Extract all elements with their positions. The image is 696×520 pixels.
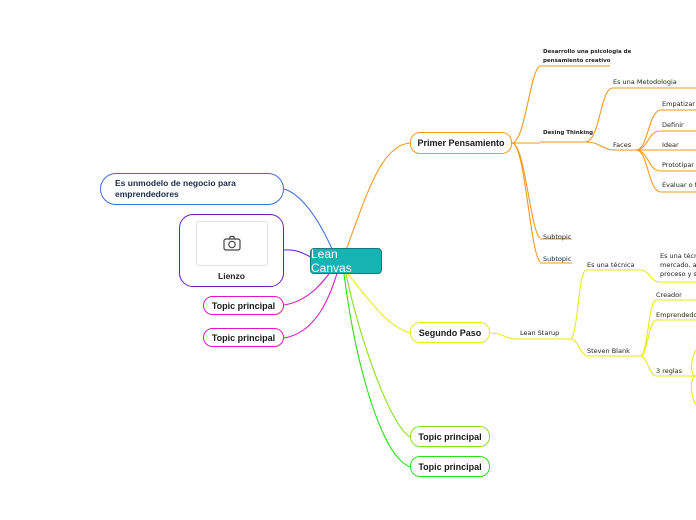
faces-item-2[interactable]: Definir: [662, 121, 684, 129]
central-topic[interactable]: Lean Canvas: [310, 247, 382, 275]
faces-item-1[interactable]: Empatizar: [662, 100, 695, 108]
image-node[interactable]: Lienzo: [179, 214, 284, 287]
topic-left-2-label: Topic principal: [211, 332, 276, 343]
topic-bottom-1[interactable]: Topic principal: [410, 426, 490, 447]
creador-label[interactable]: Creador: [656, 291, 682, 299]
metodologia-label[interactable]: Es una Metodologia: [613, 78, 677, 86]
faces-label[interactable]: Faces: [613, 141, 632, 149]
emprendedor-label[interactable]: Emprendedor,: [656, 311, 696, 319]
edge-topic-bottom-2: [343, 273, 411, 468]
topic-bottom-1-label: Topic principal: [418, 431, 482, 442]
design-thinking-label[interactable]: Desing Thinking: [543, 130, 594, 136]
subtopic-2[interactable]: Subtopic: [543, 255, 572, 263]
edge-segundo: [345, 271, 411, 334]
faces-item-5[interactable]: Evaluar o te: [662, 181, 696, 189]
lean-startup-label[interactable]: Lean Starup: [520, 329, 560, 337]
camera-icon: [222, 235, 241, 253]
topic-left-1-label: Topic principal: [211, 300, 276, 311]
faces-item-4[interactable]: Prototipar: [662, 161, 694, 169]
subtopic-1[interactable]: Subtopic: [543, 233, 572, 241]
edge-topic-left-2: [283, 262, 341, 339]
tecnica-desc-line-2: mercado, acc: [660, 261, 696, 269]
edge-primer: [345, 142, 411, 251]
segundo-paso-label: Segundo Paso: [418, 327, 482, 338]
segundo-paso-node[interactable]: Segundo Paso: [410, 322, 490, 343]
tecnica-desc-line-3: proceso y se: [660, 270, 696, 278]
tecnica-desc[interactable]: Es una técnic mercado, acc proceso y se: [660, 252, 696, 279]
central-topic-label: Lean Canvas: [311, 247, 352, 275]
topic-bottom-2[interactable]: Topic principal: [410, 456, 490, 477]
topic-left-2[interactable]: Topic principal: [203, 328, 284, 347]
note-node[interactable]: Es unmodelo de negocio para emprendedore…: [100, 173, 284, 205]
desarrollo-line-2: pensamiento creativo: [543, 58, 611, 64]
image-placeholder: [195, 221, 268, 266]
desarrollo-line-1: Desarrollo una psicologia de: [543, 49, 632, 55]
topic-left-1[interactable]: Topic principal: [203, 296, 284, 315]
desarrollo-label[interactable]: Desarrollo una psicologia de pensamiento…: [543, 48, 631, 66]
image-caption: Lienzo: [218, 271, 245, 281]
topic-bottom-2-label: Topic principal: [418, 461, 482, 472]
edge-topic-bottom-1: [345, 273, 411, 438]
primer-pensamiento-label: Primer Pensamiento: [417, 138, 505, 148]
faces-item-3[interactable]: Idear: [662, 141, 679, 149]
note-line-1: Es unmodelo de negocio para: [115, 178, 236, 188]
tecnica-label[interactable]: Es una técnica: [587, 261, 635, 269]
reglas-label[interactable]: 3 reglas: [656, 367, 683, 375]
tecnica-desc-line-1: Es una técnic: [660, 252, 696, 260]
steven-blank-label[interactable]: Steven Blank: [587, 347, 630, 355]
primer-pensamiento-node[interactable]: Primer Pensamiento: [410, 132, 512, 154]
note-line-2: emprendedores: [115, 189, 179, 199]
